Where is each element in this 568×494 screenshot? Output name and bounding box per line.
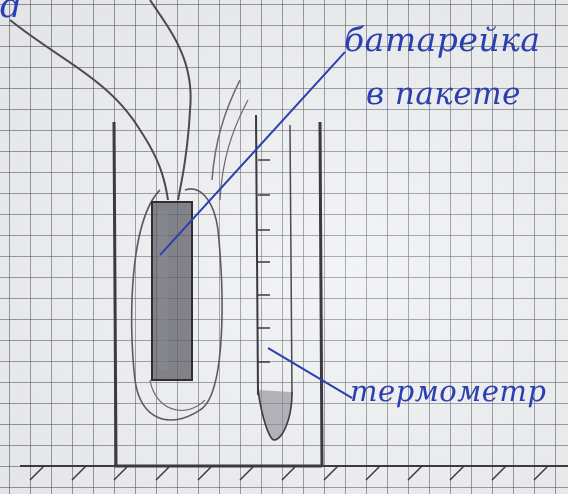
thermometer-left-edge <box>256 115 258 395</box>
bag-outline-inner <box>150 380 205 410</box>
corner-mark: d <box>0 0 22 26</box>
thermometer-leader-line <box>268 348 352 398</box>
bag-outline-top <box>212 80 240 180</box>
battery-label-line1: батарейка <box>344 20 541 59</box>
vessel-right-wall <box>320 122 322 466</box>
thermometer-scale <box>258 160 270 362</box>
battery-label-line2: в пакете <box>366 76 521 112</box>
battery-highlight <box>158 210 168 370</box>
battery-leader-line <box>160 52 345 255</box>
wire-curve-right <box>150 0 191 200</box>
thermometer-bulb <box>258 390 292 440</box>
vessel-left-wall <box>114 122 116 466</box>
thermometer-right-edge <box>290 125 292 395</box>
wire-curve-left <box>10 20 168 200</box>
thermometer-label: термометр <box>350 374 547 408</box>
ground-hatching <box>30 466 548 480</box>
